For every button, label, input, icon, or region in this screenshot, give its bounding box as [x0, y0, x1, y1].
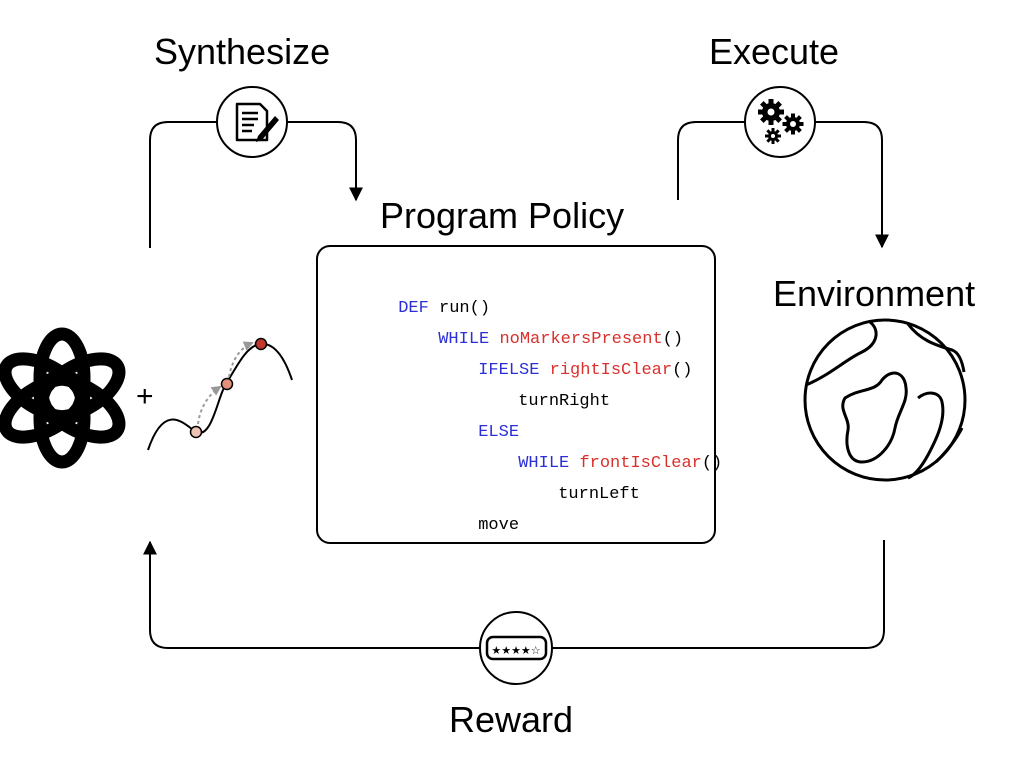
curve-point-peak — [254, 337, 268, 351]
document-edit-icon — [216, 86, 288, 158]
synthesize-label: Synthesize — [154, 31, 331, 72]
curve-point-mid — [220, 377, 234, 391]
globe-icon — [803, 318, 967, 482]
code-line-3: IFELSE rightIsClear() — [417, 345, 692, 396]
reward-label: Reward — [449, 699, 574, 740]
code-line-1: DEF run() — [337, 283, 490, 334]
code-parens: () — [701, 454, 723, 473]
code-condition: rightIsClear — [549, 361, 673, 380]
code-text: turnLeft — [558, 485, 640, 504]
plus-sign: + — [136, 380, 154, 413]
rating-stars: ★★★★☆ — [491, 644, 540, 657]
code-text: turnRight — [518, 392, 611, 411]
program-policy-title: Program Policy — [380, 195, 625, 236]
gears-icon — [744, 86, 816, 158]
code-line-5: ELSE — [417, 407, 519, 458]
program-code-box: DEF run() WHILE noMarkersPresent() IFELS… — [316, 245, 722, 544]
optimization-curve — [147, 337, 293, 451]
code-condition: frontIsClear — [579, 454, 702, 473]
code-condition: noMarkersPresent — [499, 330, 663, 349]
code-keyword: ELSE — [478, 423, 520, 442]
code-line-2: WHILE noMarkersPresent() — [377, 314, 683, 365]
code-line-7: turnLeft — [497, 469, 640, 520]
code-keyword: DEF — [398, 299, 429, 318]
code-text: run() — [428, 299, 491, 318]
code-parens: () — [672, 361, 693, 380]
code-keyword: WHILE — [438, 330, 490, 349]
rating-stars-icon: ★★★★☆ — [479, 611, 553, 685]
code-keyword: WHILE — [518, 454, 570, 473]
code-text: move — [478, 516, 520, 535]
execute-label: Execute — [709, 31, 840, 72]
code-line-8: move — [417, 500, 519, 551]
code-parens: () — [662, 330, 684, 349]
curve-point-start — [189, 425, 203, 439]
openai-logo-icon — [0, 327, 126, 469]
code-line-4: turnRight — [457, 376, 610, 427]
environment-label: Environment — [773, 273, 976, 314]
code-line-6: WHILE frontIsClear() — [457, 438, 722, 489]
code-keyword: IFELSE — [478, 361, 540, 380]
